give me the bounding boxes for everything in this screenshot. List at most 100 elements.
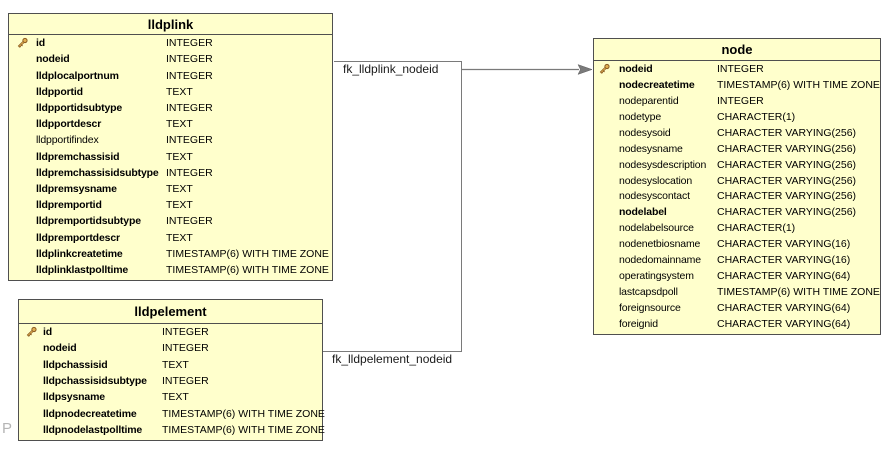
column-name: lldpportifindex: [36, 134, 99, 147]
column-type: INTEGER: [166, 166, 213, 179]
column-type: TIMESTAMP(6) WITH TIME ZONE: [717, 78, 880, 91]
column-name: foreignid: [619, 317, 658, 330]
column-name: nodedomainname: [619, 254, 701, 267]
column-name: nodesyslocation: [619, 174, 693, 187]
key-column-spacer: [16, 182, 29, 195]
fk-connector-line: [323, 61, 462, 352]
column-type: CHARACTER VARYING(256): [717, 174, 857, 187]
column-type: INTEGER: [166, 53, 213, 66]
key-column-spacer: [598, 254, 611, 267]
fk-arrowhead-icon: [577, 64, 593, 75]
primary-key-icon: [25, 326, 38, 339]
key-column-spacer: [16, 85, 29, 98]
key-column-spacer: [16, 118, 29, 131]
table-row: id INTEGER: [9, 35, 332, 51]
column-name: nodelabel: [619, 206, 667, 219]
column-type: TEXT: [166, 150, 193, 163]
primary-key-icon: [16, 37, 29, 50]
column-name: nodesysname: [619, 142, 683, 155]
column-name: lldpsysname: [43, 391, 105, 404]
column-type: CHARACTER VARYING(256): [717, 126, 857, 139]
column-name: nodelabelsource: [619, 222, 694, 235]
table-row: nodedomainname CHARACTER VARYING(16): [594, 252, 880, 268]
column-type: CHARACTER VARYING(256): [717, 158, 857, 171]
key-column-spacer: [16, 215, 29, 228]
table-row: nodesysoid CHARACTER VARYING(256): [594, 125, 880, 141]
key-column-spacer: [598, 302, 611, 315]
column-type: CHARACTER VARYING(16): [717, 254, 851, 267]
column-name: lldpchassisid: [43, 358, 108, 371]
column-type: CHARACTER VARYING(16): [717, 238, 851, 251]
relationship-label-fk-lldpelement-nodeid: fk_lldpelement_nodeid: [332, 352, 453, 366]
key-column-spacer: [16, 247, 29, 260]
column-name: nodeid: [43, 342, 77, 355]
key-column-spacer: [598, 78, 611, 91]
column-type: CHARACTER VARYING(256): [717, 206, 857, 219]
table-row: lldpsysname TEXT: [19, 389, 322, 405]
table-row: nodelabel CHARACTER VARYING(256): [594, 204, 880, 220]
table-row: lldpremchassisidsubtype INTEGER: [9, 165, 332, 181]
key-column-spacer: [598, 238, 611, 251]
column-type: CHARACTER(1): [717, 222, 796, 235]
table-row: nodeid INTEGER: [9, 51, 332, 67]
column-name: nodeid: [36, 53, 70, 66]
table-title-lldpelement: lldpelement: [19, 300, 322, 324]
column-type: TIMESTAMP(6) WITH TIME ZONE: [162, 423, 325, 436]
column-name: nodetype: [619, 110, 662, 123]
column-type: TIMESTAMP(6) WITH TIME ZONE: [162, 407, 325, 420]
column-name: nodeparentid: [619, 94, 679, 107]
column-name: lldpremportid: [36, 199, 102, 212]
column-type: TEXT: [166, 199, 193, 212]
column-name: lldpremchassisidsubtype: [36, 166, 159, 179]
key-column-spacer: [25, 358, 38, 371]
key-column-spacer: [598, 142, 611, 155]
key-column-spacer: [25, 407, 38, 420]
column-name: nodesysdescription: [619, 158, 707, 171]
column-name: id: [36, 37, 46, 50]
column-name: nodesysoid: [619, 126, 671, 139]
column-type: TEXT: [162, 391, 189, 404]
column-type: TEXT: [166, 182, 193, 195]
column-type: TEXT: [166, 118, 193, 131]
key-column-spacer: [16, 150, 29, 163]
key-column-spacer: [598, 270, 611, 283]
column-name: nodeid: [619, 62, 653, 75]
key-column-spacer: [16, 101, 29, 114]
column-name: lldpportidsubtype: [36, 101, 123, 114]
column-name: lldpremportidsubtype: [36, 215, 141, 228]
column-name: lldpremportdescr: [36, 231, 120, 244]
column-name: foreignsource: [619, 302, 681, 315]
key-column-spacer: [598, 110, 611, 123]
key-column-spacer: [16, 53, 29, 66]
relationship-label-fk-lldplink-nodeid: fk_lldplink_nodeid: [343, 62, 439, 76]
key-column-spacer: [598, 222, 611, 235]
column-type: TIMESTAMP(6) WITH TIME ZONE: [166, 247, 329, 260]
table-row: nodelabelsource CHARACTER(1): [594, 220, 880, 236]
key-column-spacer: [16, 69, 29, 82]
key-column-spacer: [598, 286, 611, 299]
key-column-spacer: [25, 342, 38, 355]
key-column-spacer: [598, 94, 611, 107]
column-type: INTEGER: [166, 37, 213, 50]
table-title-lldplink: lldplink: [9, 14, 332, 35]
column-name: lldplinkcreatetime: [36, 247, 123, 260]
